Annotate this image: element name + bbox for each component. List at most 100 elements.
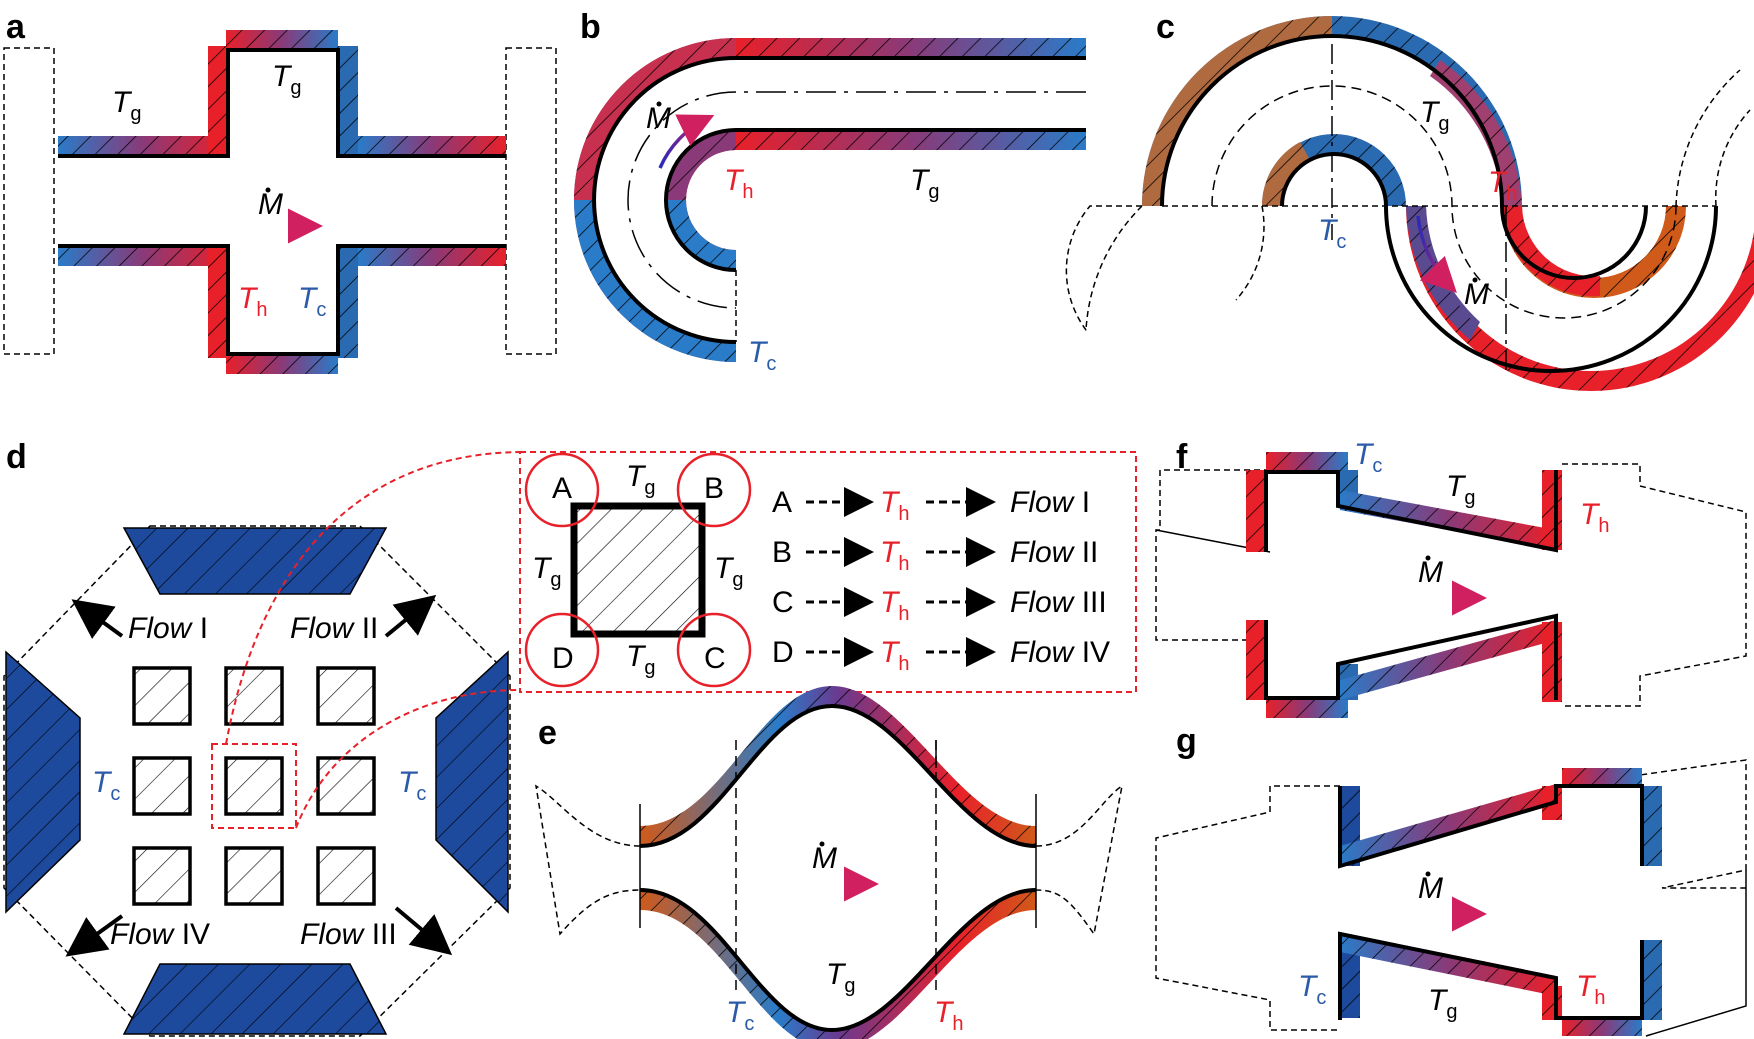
panel-f: f M Tc Tg Th [1155,438,1747,718]
label-Tg-c: Tg [1420,96,1449,135]
label-flow-IV: Flow IV [110,918,210,951]
dashed-reservoir-right [505,47,557,355]
dashed-reservoir-left [3,47,55,355]
panel-c: c Tg Th Tc M [1065,8,1754,391]
flow-arrow-III [394,906,453,956]
label-Tg-inset-bottom: Tg [626,640,655,679]
grid-square [316,846,376,906]
grid-square [316,666,376,726]
label-Tg-inset-top: Tg [626,460,655,499]
flow-arrow-I [71,599,124,639]
label-M-a: M [258,188,283,221]
flow-arrow-b [658,114,715,169]
svg-text:Th: Th [880,536,909,575]
svg-text:B: B [772,536,792,569]
label-Tg-f: Tg [1446,470,1475,509]
label-M-b: M [646,102,671,135]
mapping-row-C: C Th Flow III [772,586,1107,625]
label-Tg-inset-right: Tg [714,552,743,591]
label-flow-III: Flow III [300,918,397,951]
wall-bottom-f [1264,613,1558,700]
label-M-f: M [1418,556,1443,589]
label-Th-e: Th [934,996,963,1035]
label-Tc-b: Tc [748,336,776,375]
grid-square [224,666,284,726]
label-Tc-f: Tc [1354,438,1382,477]
label-M-g: M [1418,872,1443,905]
svg-text:Th: Th [880,586,909,625]
label-Tg-inset-left: Tg [532,552,561,591]
panel-label-e: e [538,714,557,752]
label-M-e: M [812,842,837,875]
label-Th-c: Th [1488,166,1517,205]
svg-text:Th: Th [880,486,909,525]
mapping-row-B: B Th Flow II [772,536,1098,575]
label-Tc-a: Tc [298,282,326,321]
grid-square [132,846,192,906]
square-grid [132,666,376,906]
panel-g: g M Tc Tg Th [1155,722,1747,1037]
panel-label-c: c [1156,8,1175,46]
svg-text:C: C [772,586,794,619]
inset-box: A B D C Tg Tg Tg Tg A Th Flow I B Th Flo… [519,451,1137,693]
corner-circle-D [524,612,600,688]
grid-square [224,846,284,906]
grid-square [132,666,192,726]
grid-square [316,756,376,816]
panel-b: b M Th Tg Tc [574,8,1086,375]
panel-label-a: a [6,8,26,46]
label-Tc-c: Tc [1318,214,1346,253]
corner-label-D: D [552,642,574,675]
wall-bottom-g [1338,931,1644,1020]
octagon-domain [3,525,511,1037]
label-Tg-e: Tg [826,958,855,997]
outer-wall-b [592,56,1086,344]
svg-text:D: D [772,636,794,669]
corner-circle-C [676,612,752,688]
wall-top-g [1338,784,1644,869]
channel-wall-bottom [58,244,506,356]
svg-text:A: A [772,486,792,519]
svg-text:Flow IV: Flow IV [1010,636,1110,669]
label-Th-b: Th [724,164,753,203]
label-Tc-d-left: Tc [92,766,120,805]
label-Tg-a1: Tg [112,86,141,125]
corner-label-C: C [704,642,726,675]
wall-top-f [1264,470,1558,553]
inset-square [570,502,706,638]
svg-text:Flow II: Flow II [1010,536,1098,569]
panel-label-b: b [580,8,601,46]
label-Tc-e: Tc [726,996,754,1035]
flow-arrow-c [1416,215,1457,293]
corner-label-A: A [552,472,572,505]
svg-text:Flow III: Flow III [1010,586,1107,619]
label-Tc-g: Tc [1298,970,1326,1009]
label-Th-a: Th [238,282,267,321]
inner-bend-band [666,130,1086,270]
panel-label-d: d [6,438,27,476]
grid-square [132,756,192,816]
panel-label-g: g [1176,722,1197,760]
centerline-b [627,91,1086,309]
mapping-row-D: D Th Flow IV [772,636,1110,675]
corner-circle-A [524,452,600,528]
corner-circle-B [676,452,752,528]
channel-wall-top [58,48,506,158]
flow-arrow-IV [65,914,124,957]
label-Tc-d-right: Tc [398,766,426,805]
panel-e: e M Tg Tc Th [535,686,1124,1039]
panel-d: d Flow I Flow II Flow IV [3,438,521,1037]
zoom-box [211,743,297,829]
label-Th-f: Th [1580,498,1609,537]
corner-label-B: B [704,472,724,505]
panel-label-f: f [1176,438,1188,476]
label-Tg-a2: Tg [272,60,301,99]
label-flow-II: Flow II [290,612,378,645]
grid-square [224,756,284,816]
inner-wall-b [664,128,1086,272]
label-M-c: M [1464,278,1489,311]
svg-text:Th: Th [880,636,909,675]
label-Th-g: Th [1576,970,1605,1009]
